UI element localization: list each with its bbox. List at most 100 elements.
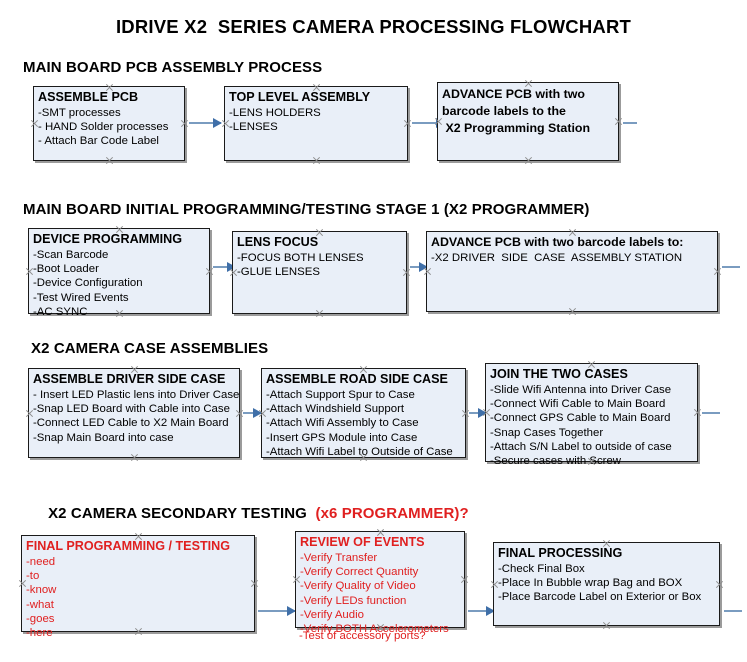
connector-handle-right[interactable] (713, 267, 722, 276)
box-line: -Connect Wifi Cable to Main Board (490, 398, 666, 411)
box-title: ADVANCE PCB with two barcode labels to: (431, 235, 684, 249)
box-line: -Place In Bubble wrap Bag and BOX (498, 577, 683, 590)
box-line: X2 Programming Station (442, 121, 591, 135)
connector-handle-right[interactable] (461, 409, 470, 418)
box-line: -Slide Wifi Antenna into Driver Case (490, 384, 672, 396)
box-line: -what (26, 598, 54, 611)
section-heading-text: X2 CAMERA SECONDARY TESTING (48, 505, 316, 522)
box-title: ASSEMBLE DRIVER SIDE CASE (33, 372, 226, 386)
box-line: -Attach Windshield Support (266, 403, 405, 416)
flow-box-advance-pcb-to-programming-station[interactable]: ADVANCE PCB with two barcode labels to t… (437, 82, 619, 161)
box-line: -Attach Wifi Label to Outside of Case (266, 445, 453, 458)
box-title: TOP LEVEL ASSEMBLY (229, 90, 371, 104)
connector-handle-right[interactable] (205, 267, 214, 276)
box-line: -Scan Barcode (33, 249, 109, 261)
arrow-road-side-case-to-join-the-two-cases (469, 408, 487, 418)
connector-handle-left[interactable] (423, 267, 432, 276)
flow-box-top-level-assembly[interactable]: TOP LEVEL ASSEMBLY -LENS HOLDERS -LENSES (224, 86, 408, 161)
arrow-driver-side-case-to-road-side-case (243, 408, 262, 418)
box-line-overflow-test-of-accessory-ports: -Test of accessory ports? (299, 630, 426, 642)
box-line: -Insert GPS Module into Case (266, 431, 418, 444)
box-title: JOIN THE TWO CASES (490, 367, 628, 381)
box-line: -Attach S/N Label to outside of case (490, 440, 672, 453)
connector-stub-row4-right (724, 610, 742, 612)
flow-box-assemble-pcb[interactable]: ASSEMBLE PCB -SMT processes - HAND Solde… (33, 86, 185, 161)
arrow-final-programming-to-review-of-events (258, 606, 296, 616)
box-line: barcode labels to the (442, 104, 566, 118)
box-title: FINAL PROGRAMMING / TESTING (26, 539, 231, 553)
flow-box-join-the-two-cases[interactable]: JOIN THE TWO CASES -Slide Wifi Antenna i… (485, 363, 698, 467)
section-heading-x2-camera-secondary-testing: X2 CAMERA SECONDARY TESTING (x6 PROGRAMM… (31, 488, 469, 539)
box-title: LENS FOCUS (237, 235, 319, 249)
flow-box-final-programming-testing[interactable]: FINAL PROGRAMMING / TESTING -need -to -k… (21, 535, 255, 639)
box-line: -SMT processes (38, 107, 121, 119)
box-line: -Boot Loader (33, 263, 99, 276)
arrow-assemble-pcb-to-top-level-assembly (189, 118, 222, 128)
arrow-lens-focus-to-advance-pcb-driver-side (410, 262, 428, 272)
flow-box-advance-pcb-to-driver-side-case[interactable]: ADVANCE PCB with two barcode labels to: … (426, 231, 718, 312)
box-line: -Verify Correct Quantity (300, 566, 419, 579)
box-line: -Test Wired Events (33, 291, 129, 304)
box-line: -X2 DRIVER SIDE CASE ASSEMBLY STATION (431, 252, 683, 264)
box-line: -to (26, 570, 40, 583)
section-heading-accent: (x6 PROGRAMMER)? (315, 505, 469, 522)
page-title: IDRIVE X2 SERIES CAMERA PROCESSING FLOWC… (115, 16, 632, 37)
box-line: - Attach Bar Code Label (38, 135, 159, 148)
connector-handle-right[interactable] (403, 119, 412, 128)
box-line: -Connect LED Cable to X2 Main Board (33, 417, 229, 430)
flow-box-review-of-events[interactable]: REVIEW OF EVENTS -Verify Transfer -Verif… (295, 531, 465, 635)
box-line: -Attach Wifi Assembly to Case (266, 417, 419, 430)
flow-box-lens-focus[interactable]: LENS FOCUS -FOCUS BOTH LENSES -GLUE LENS… (232, 231, 407, 314)
box-title: ASSEMBLE PCB (38, 90, 139, 104)
connector-handle-right[interactable] (235, 409, 244, 418)
connector-stub-row1-right (623, 122, 637, 124)
box-title: REVIEW OF EVENTS (300, 535, 425, 549)
box-line: -Check Final Box (498, 563, 585, 575)
box-line: - HAND Solder processes (38, 121, 169, 134)
box-line: -Snap Cases Together (490, 426, 604, 439)
box-line: -LENS HOLDERS (229, 107, 321, 119)
box-line: -Verify LEDs function (300, 594, 407, 607)
box-line: -need (26, 556, 56, 568)
box-line: -Verify BOTH Accelerometers (300, 623, 449, 636)
connector-handle-right[interactable] (693, 408, 702, 417)
connector-handle-bottom[interactable] (602, 621, 611, 630)
box-line: -AC SYNC (33, 305, 88, 318)
box-title: ASSEMBLE ROAD SIDE CASE (266, 372, 448, 386)
connector-handle-right[interactable] (402, 268, 411, 277)
connector-handle-bottom[interactable] (105, 156, 114, 165)
flow-box-device-programming[interactable]: DEVICE PROGRAMMING -Scan Barcode -Boot L… (28, 228, 210, 318)
connector-handle-right[interactable] (180, 119, 189, 128)
section-heading-main-board-pcb-assembly: MAIN BOARD PCB ASSEMBLY PROCESS (23, 59, 323, 76)
flow-box-final-processing[interactable]: FINAL PROCESSING -Check Final Box -Place… (493, 542, 720, 626)
box-line: -FOCUS BOTH LENSES (237, 252, 364, 264)
box-line: -Attach Support Spur to Case (266, 389, 415, 401)
box-line: -Snap LED Board with Cable into Case (33, 403, 230, 416)
box-line: -GLUE LENSES (237, 266, 320, 279)
connector-handle-bottom[interactable] (130, 453, 139, 462)
box-line: -goes (26, 612, 55, 625)
connector-stub-row3-right (702, 412, 720, 414)
box-line: -LENSES (229, 121, 278, 134)
connector-stub-row2-right (722, 266, 740, 268)
box-line: -Secure cases with Screw (490, 455, 622, 468)
connector-handle-bottom[interactable] (524, 156, 533, 165)
connector-handle-bottom[interactable] (315, 309, 324, 318)
connector-handle-right[interactable] (614, 117, 623, 126)
arrow-review-of-events-to-final-processing (468, 606, 495, 616)
box-line: -here (26, 627, 53, 640)
connector-handle-right[interactable] (460, 575, 469, 584)
connector-handle-bottom[interactable] (568, 307, 577, 316)
section-heading-x2-camera-case-assemblies: X2 CAMERA CASE ASSEMBLIES (31, 340, 269, 357)
box-line: -Place Barcode Label on Exterior or Box (498, 591, 702, 604)
box-line: -know (26, 584, 57, 597)
box-line: -Verify Audio (300, 608, 364, 621)
box-title: DEVICE PROGRAMMING (33, 232, 183, 246)
flow-box-assemble-driver-side-case[interactable]: ASSEMBLE DRIVER SIDE CASE - Insert LED P… (28, 368, 240, 458)
connector-handle-right[interactable] (715, 580, 724, 589)
flow-box-assemble-road-side-case[interactable]: ASSEMBLE ROAD SIDE CASE -Attach Support … (261, 368, 466, 458)
connector-handle-bottom[interactable] (312, 156, 321, 165)
box-line: -Connect GPS Cable to Main Board (490, 412, 671, 425)
connector-handle-right[interactable] (250, 579, 259, 588)
